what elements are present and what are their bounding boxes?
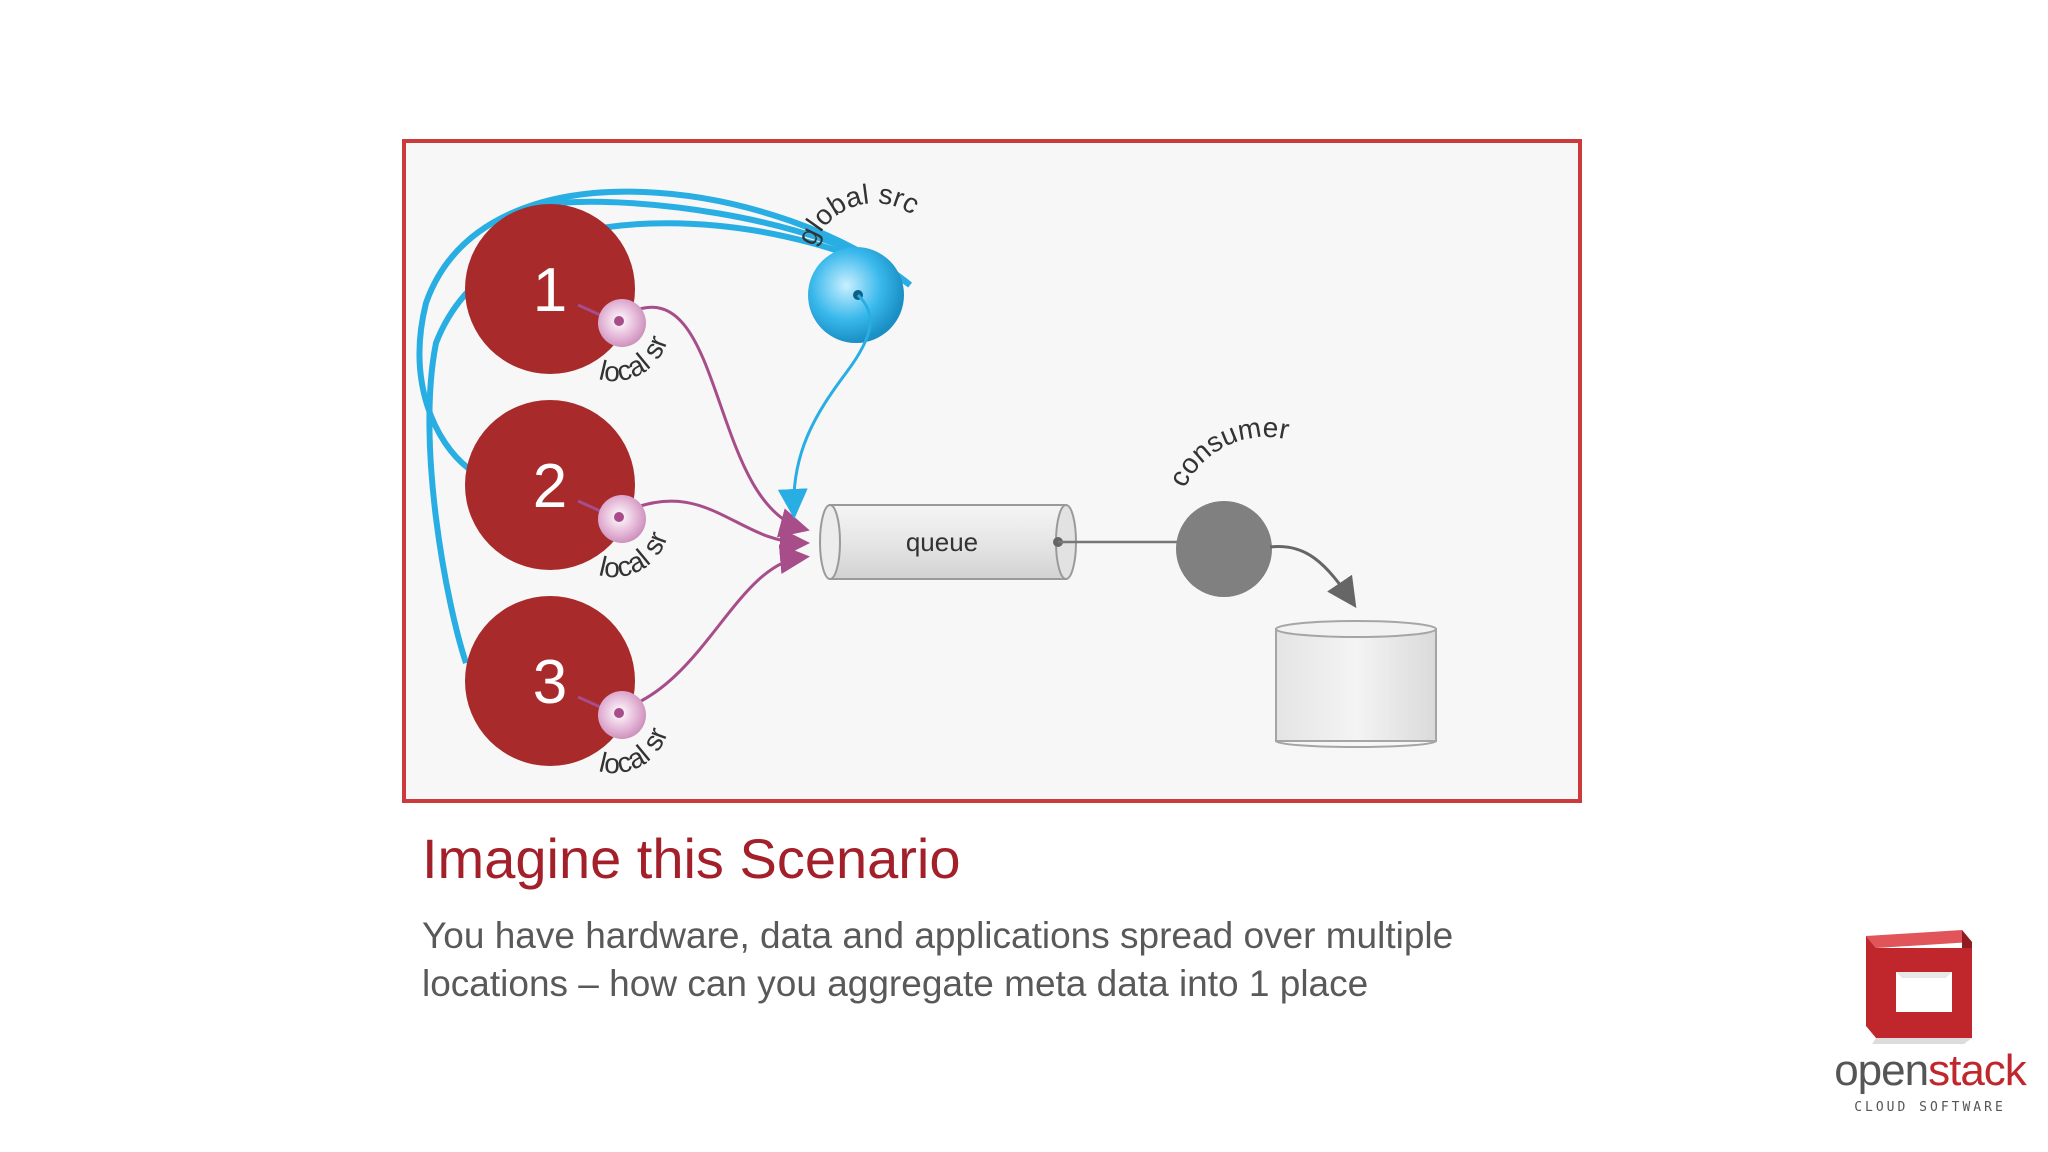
node-3-number: 3 [533,648,567,717]
architecture-diagram: 1 2 3 local src local src local src [406,143,1437,779]
local-links [619,306,810,712]
local-link-2 [619,499,810,558]
diagram-frame: 1 2 3 local src local src local src [402,139,1582,803]
slide-title: Imagine this Scenario [422,827,961,890]
openstack-cube-icon [1866,930,1972,1044]
slide-body-line-1: You have hardware, data and applications… [422,915,1454,956]
logo-word-open: open [1834,1046,1929,1095]
consumer-to-storage-link [1269,545,1357,608]
storage-database [1275,620,1437,748]
openstack-tagline: CLOUD SOFTWARE [1854,1100,2006,1115]
node-3-circle [465,596,635,766]
local-src-2 [577,495,646,543]
node-2-circle [465,400,635,570]
consumer-label: consumer [1163,412,1292,492]
global-to-queue-link [777,293,872,519]
logo-word-stack: stack [1928,1046,2027,1095]
global-link-3 [426,220,912,664]
local-src-1 [577,299,646,347]
slide-body-line-2: locations – how can you aggregate meta d… [422,963,1369,1004]
node-2-number: 2 [533,452,567,521]
global-src-label: global src [791,178,925,249]
local-link-3 [619,544,810,712]
slide-body: You have hardware, data and applications… [422,912,1602,1008]
node-1-circle [465,204,635,374]
node-1-number: 1 [533,256,567,325]
local-src-3 [577,691,646,739]
consumer-circle [1176,501,1272,597]
queue-label: queue [906,527,978,557]
openstack-wordmark: openstack [1832,1046,2028,1096]
openstack-logo: openstack CLOUD SOFTWARE [1832,928,2028,1128]
local-link-1 [619,306,810,538]
